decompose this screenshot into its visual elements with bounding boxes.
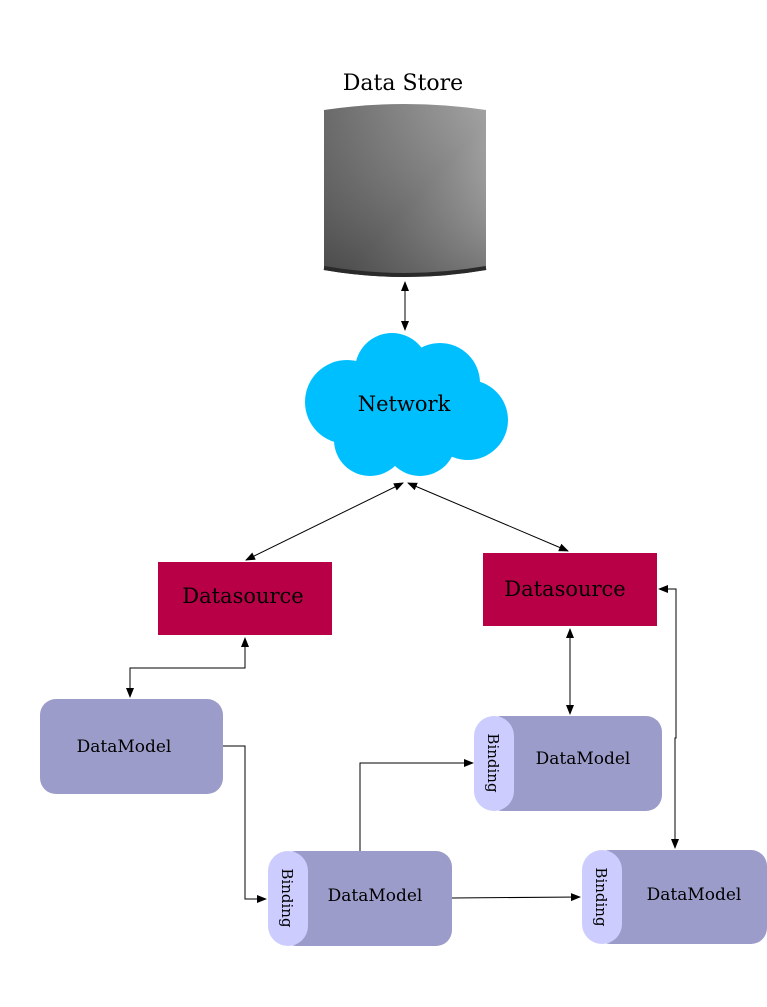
arrow-datasource-right-bottom-model [658, 585, 679, 849]
datamodel-top-right-label: DataModel [536, 749, 631, 769]
network-label: Network [358, 392, 451, 416]
datamodel-top-left: DataModel [40, 699, 223, 794]
cloud-shape [305, 333, 508, 476]
data-store-label: Data Store [343, 71, 463, 96]
datasource-left: Datasource [158, 562, 332, 635]
network-cloud: Network [305, 333, 508, 476]
data-store: Data Store [323, 71, 487, 277]
arrow-model-left-to-mid [223, 745, 267, 903]
datamodel-top-left-label: DataModel [77, 737, 172, 757]
arrow-mid-to-top-right [359, 759, 474, 851]
datamodel-bottom-right-label: DataModel [647, 885, 742, 905]
datamodel-bottom-mid-label: DataModel [328, 886, 423, 906]
arrow-network-datasource-left [245, 482, 404, 561]
datamodel-top-right: Binding DataModel [474, 716, 662, 811]
datasource-right: Datasource [483, 553, 657, 626]
datasource-right-label: Datasource [504, 577, 626, 601]
datamodel-bottom-right: Binding DataModel [582, 850, 767, 944]
arrow-network-datasource-right [407, 482, 569, 552]
arrow-mid-to-bottom-right [451, 893, 581, 902]
datamodel-bottom-mid: Binding DataModel [268, 851, 452, 946]
binding-label: Binding [484, 733, 502, 793]
binding-label: Binding [278, 868, 296, 928]
binding-tab [582, 850, 622, 944]
connectors [126, 281, 679, 903]
binding-label: Binding [592, 867, 610, 927]
arrow-datasource-left-model [126, 637, 249, 698]
binding-tab [474, 716, 514, 811]
datasource-left-label: Datasource [182, 584, 304, 608]
binding-tab [268, 851, 308, 946]
